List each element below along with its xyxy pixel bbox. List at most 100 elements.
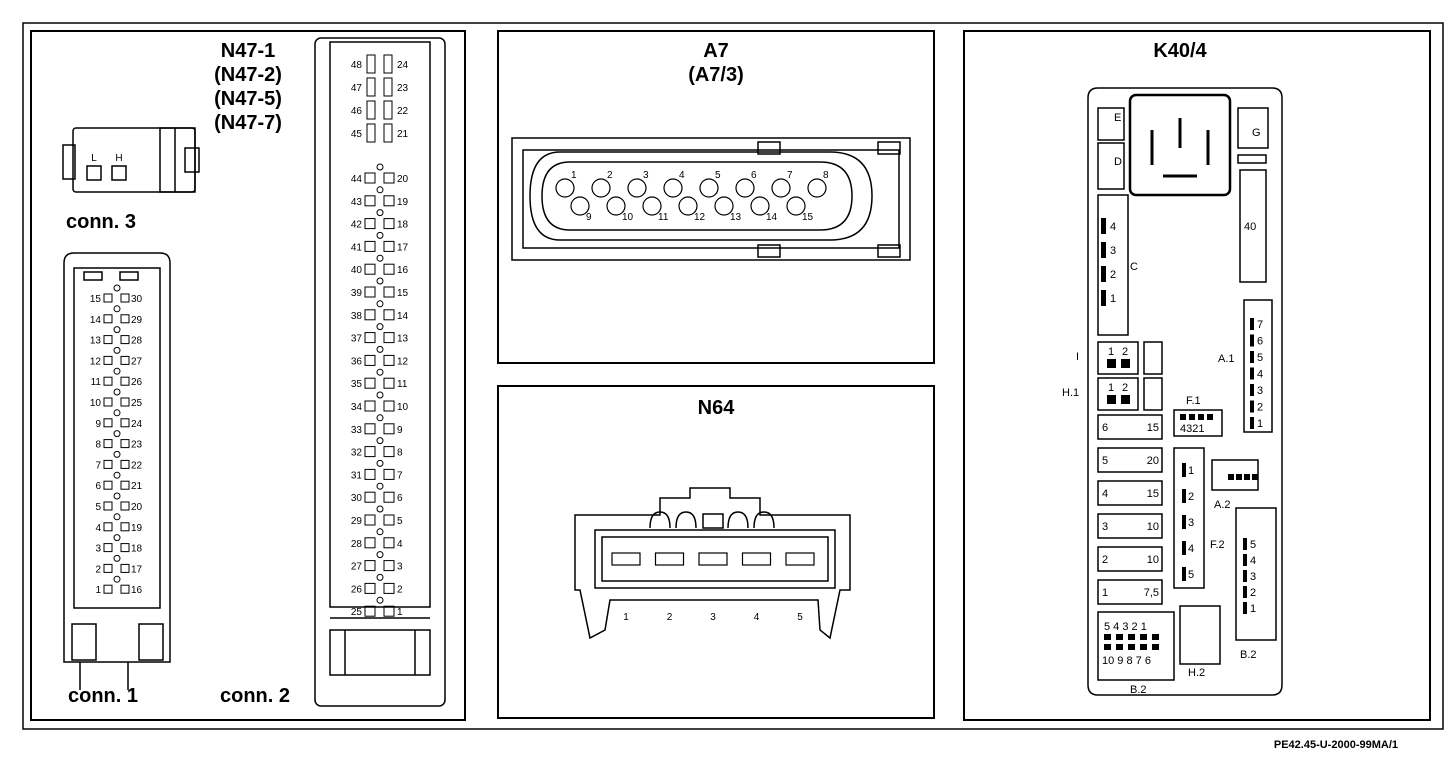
- conn2-pin: [383, 218, 395, 230]
- k40-h1-pin-label: 1: [1108, 382, 1114, 394]
- conn2-pin-label: 9: [397, 425, 403, 436]
- conn2-pin-hole: [376, 323, 384, 331]
- a7-connector: [511, 137, 911, 261]
- footer-code: PE42.45-U-2000-99MA/1: [1274, 739, 1398, 751]
- conn2-pin-label: 8: [397, 448, 403, 459]
- conn2-pin-label: 16: [397, 265, 409, 276]
- conn2-pin-label: 26: [351, 584, 363, 595]
- k40-label-a2: A.2: [1214, 499, 1231, 511]
- k40-fuse-number: 6: [1102, 422, 1108, 434]
- k40-fuse-amp: 7,5: [1144, 587, 1159, 599]
- k40-f2-pin: [1182, 463, 1186, 477]
- conn2-pin: [364, 605, 376, 617]
- conn2-pin: [364, 560, 376, 572]
- k40-fuse-amp: 20: [1147, 455, 1159, 467]
- k40-a1-pin-label: 5: [1257, 352, 1263, 364]
- conn2-pin: [364, 400, 376, 412]
- k40-label-f1: F.1: [1186, 395, 1201, 407]
- conn2-pin-hole: [376, 528, 384, 536]
- k40-label-e: E: [1114, 112, 1121, 124]
- a7-pin-label: 13: [730, 212, 742, 223]
- conn2: [314, 37, 446, 707]
- conn1-pin: [120, 314, 130, 324]
- conn2-pin: [366, 100, 376, 120]
- conn2-pin-label: 10: [397, 402, 409, 413]
- conn1-pin: [120, 418, 130, 428]
- k40-f1-pin: [1180, 414, 1186, 420]
- conn2-pin: [364, 582, 376, 594]
- conn2-pin-hole: [376, 186, 384, 194]
- conn1-pin-label: 25: [131, 398, 143, 409]
- k40-label-b2-right: B.2: [1240, 649, 1257, 661]
- conn2-pin: [383, 77, 393, 97]
- k40-b2-bottom-pin: [1128, 644, 1135, 650]
- conn1-pin-label: 29: [131, 315, 143, 326]
- conn1-pin-label: 1: [95, 585, 101, 596]
- k40-b2-pin: [1243, 538, 1247, 550]
- k40-f2-pin-label: 5: [1188, 569, 1194, 581]
- k40-label-b2-bottom: B.2: [1130, 684, 1147, 696]
- conn3: [62, 127, 200, 193]
- conn2-pin: [383, 263, 395, 275]
- conn1-pin: [103, 314, 113, 324]
- conn2-pin-label: 34: [351, 402, 363, 413]
- conn2-pin: [383, 605, 395, 617]
- conn2-label: conn. 2: [220, 685, 290, 707]
- conn1-pin-hole: [113, 430, 121, 438]
- a7-pin: [606, 196, 626, 216]
- a7-pin-label: 4: [679, 170, 685, 181]
- conn2-pin: [383, 468, 395, 480]
- conn1-pin: [103, 376, 113, 386]
- k40-a1-pin-label: 1: [1257, 418, 1263, 430]
- n64-pin: [611, 552, 641, 566]
- a7-pin-label: 2: [607, 170, 613, 181]
- conn1-pin-label: 27: [131, 356, 143, 367]
- k40-fuse-number: 2: [1102, 554, 1108, 566]
- conn2-pin: [366, 54, 376, 74]
- k40-label-i: I: [1076, 351, 1079, 363]
- conn2-pin-hole: [376, 391, 384, 399]
- k40-f2-pin-label: 4: [1188, 543, 1194, 555]
- conn2-pin: [364, 423, 376, 435]
- k40-a1-pin: [1250, 334, 1254, 347]
- conn1-pin-label: 5: [95, 502, 101, 513]
- conn1-pin-label: 3: [95, 544, 101, 555]
- conn1-pin: [120, 439, 130, 449]
- conn2-pin-label: 18: [397, 220, 409, 231]
- conn1-pin: [120, 335, 130, 345]
- conn2-pin: [364, 446, 376, 458]
- conn2-pin-hole: [376, 300, 384, 308]
- conn2-pin: [383, 491, 395, 503]
- conn2-pin: [383, 309, 395, 321]
- conn1-pin-label: 30: [131, 294, 143, 305]
- conn2-pin: [364, 263, 376, 275]
- k40-b2-top-pins: 5 4 3 2 1: [1104, 621, 1147, 633]
- conn2-pin-label: 3: [397, 562, 403, 573]
- a7-pin: [555, 178, 575, 198]
- k40-b2-bottom-pin: [1140, 634, 1147, 640]
- k40-c-pin-label: 2: [1110, 269, 1116, 281]
- conn1-pin: [103, 543, 113, 553]
- conn2-pin: [383, 332, 395, 344]
- conn2-pin: [383, 100, 393, 120]
- k40-b2-bottom-pin: [1140, 644, 1147, 650]
- conn2-pin: [383, 123, 393, 143]
- conn1-pin-hole: [113, 554, 121, 562]
- conn2-pin-label: 44: [351, 174, 363, 185]
- conn1-pin: [103, 480, 113, 490]
- k40-label-h1: H.1: [1062, 387, 1079, 399]
- panel-k40: [963, 30, 1431, 721]
- k40-i-pin-label: 2: [1122, 346, 1128, 358]
- conn2-pin: [364, 377, 376, 389]
- conn1-pin-hole: [113, 534, 121, 542]
- k40-f2-pin-label: 1: [1188, 465, 1194, 477]
- k40-slot-40: 40: [1244, 221, 1256, 233]
- conn2-pin-label: 47: [351, 83, 363, 94]
- conn2-pin-hole: [376, 231, 384, 239]
- k40-c-pin: [1101, 218, 1106, 234]
- conn1-pin-hole: [113, 388, 121, 396]
- conn2-pin: [364, 195, 376, 207]
- n64-pin-label: 3: [710, 612, 716, 623]
- k40-f1-pin: [1189, 414, 1195, 420]
- conn2-pin-label: 5: [397, 516, 403, 527]
